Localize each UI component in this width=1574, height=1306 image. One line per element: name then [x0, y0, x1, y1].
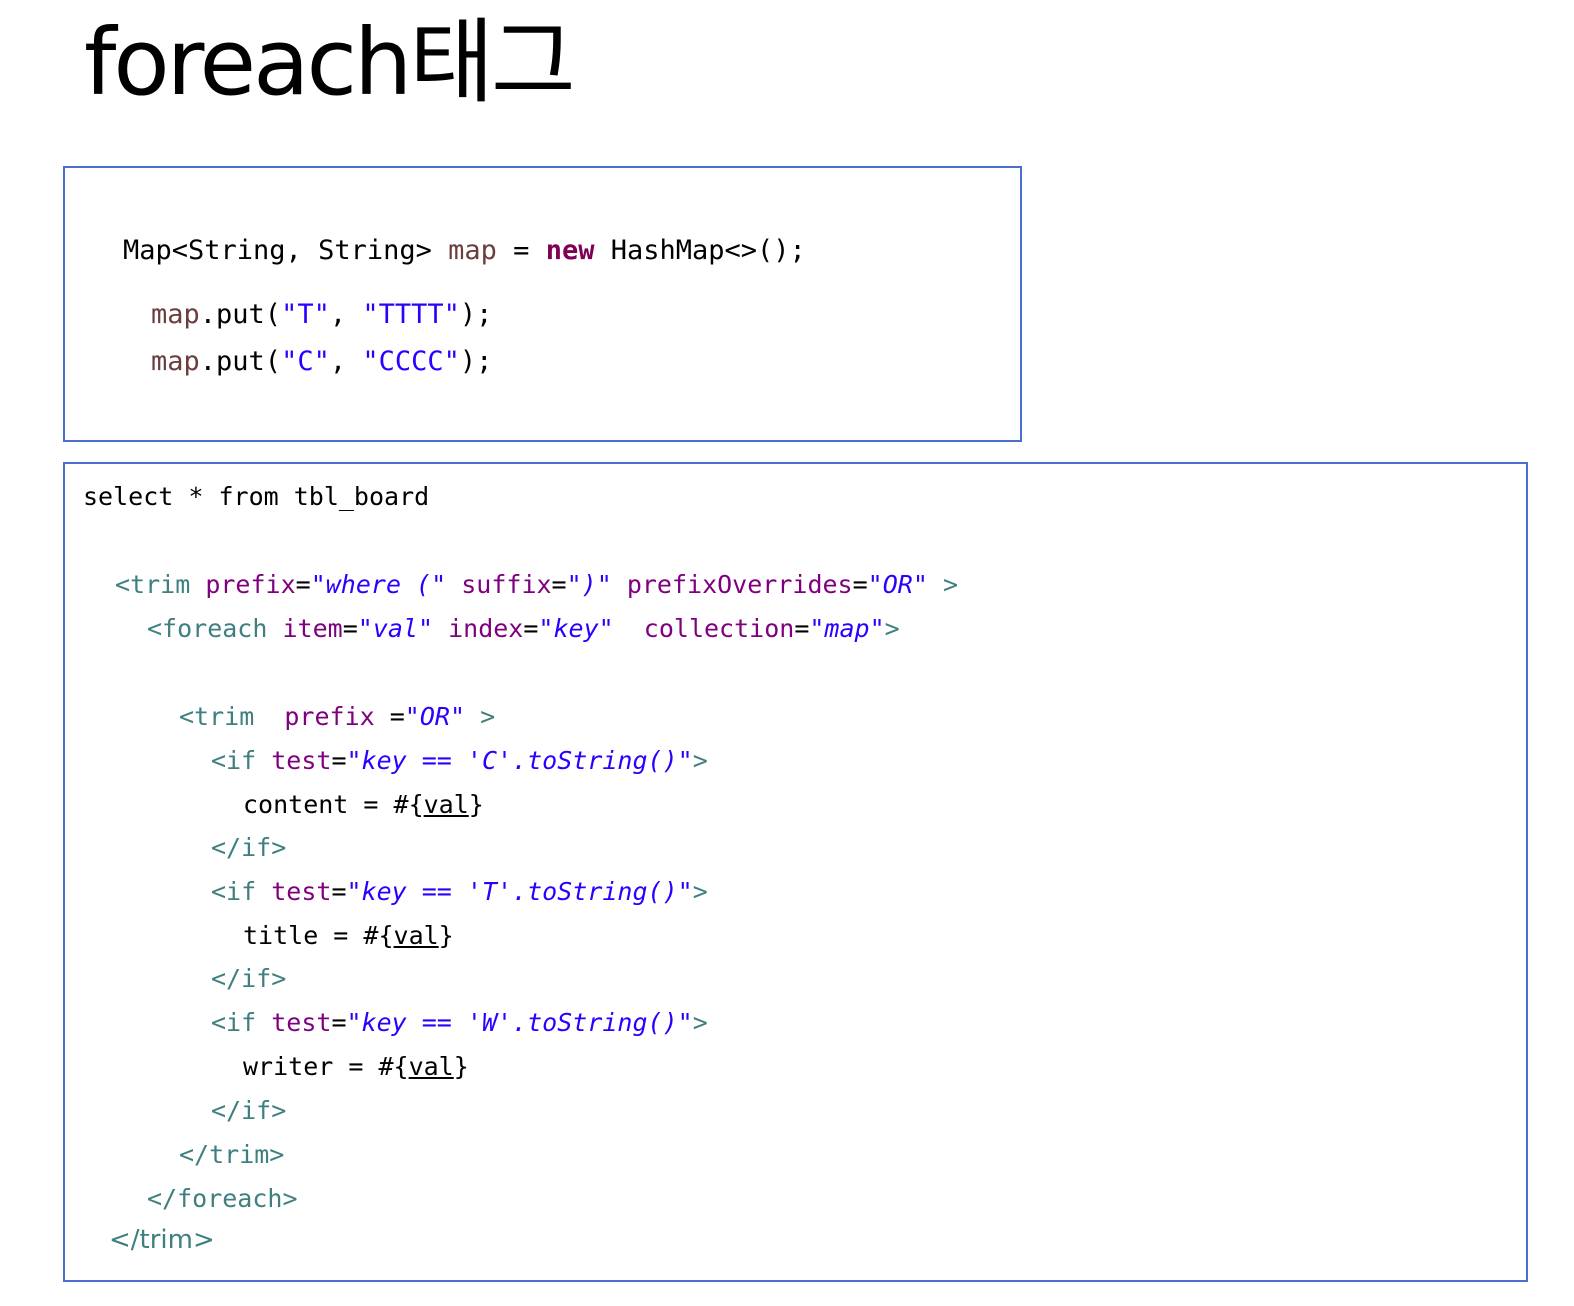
code-keyword: new [545, 235, 595, 266]
xml-tag: <if [211, 1008, 257, 1037]
foreach-open-tag-line: <foreach item="val" index="key" collecti… [147, 612, 900, 646]
code-token: , [329, 299, 347, 330]
code-variable: val [423, 790, 469, 819]
code-variable: val [408, 1052, 454, 1081]
sql-code-box: select * from tbl_board <trim prefix="wh… [63, 462, 1528, 1282]
trim-open-tag-line: <trim prefix="where (" suffix=")" prefix… [115, 568, 958, 602]
xml-tag: > [884, 614, 900, 643]
xml-attr: prefixOverrides [626, 570, 853, 599]
xml-tag: <if [211, 746, 257, 775]
xml-value: "map" [809, 614, 885, 643]
xml-value: "val" [357, 614, 434, 643]
code-token: .put( [199, 346, 282, 377]
code-string: "C" [281, 346, 330, 377]
code-token: content = #{ [243, 790, 424, 819]
code-token: } [453, 1052, 469, 1081]
xml-attr: test [271, 746, 332, 775]
trim-inner-open-tag-line: <trim prefix ="OR" > [179, 700, 495, 734]
xml-tag: <trim [179, 702, 255, 731]
code-string: "CCCC" [362, 346, 460, 377]
xml-attr: prefix [205, 570, 296, 599]
trim-outer-close-tag-line: </trim> [109, 1225, 215, 1255]
code-token: map [151, 346, 200, 377]
xml-tag: > [692, 746, 708, 775]
code-string: "TTTT" [362, 299, 460, 330]
if-c-open-tag-line: <if test="key == 'C'.toString()"> [211, 744, 708, 778]
code-token: Map<String, String> [123, 235, 432, 266]
xml-tag: <foreach [147, 614, 268, 643]
if-close-tag-line: </if> [211, 1096, 287, 1125]
xml-tag: > [692, 877, 708, 906]
code-token: = [342, 614, 358, 643]
code-token: } [468, 790, 484, 819]
java-code-line-3: map.put("C", "CCCC"); [151, 345, 492, 379]
xml-attr: collection [643, 614, 795, 643]
code-token: .put( [199, 299, 282, 330]
sql-select-line: select * from tbl_board [83, 482, 430, 511]
content-assign-line: content = #{val} [243, 788, 484, 822]
xml-tag: > [692, 1008, 708, 1037]
foreach-close-tag-line: </foreach> [147, 1184, 298, 1213]
code-token: ); [459, 299, 493, 330]
xml-attr: index [448, 614, 524, 643]
xml-tag: > [942, 570, 959, 599]
xml-attr: suffix [461, 570, 552, 599]
code-token: writer = #{ [243, 1052, 409, 1081]
xml-tag: <trim [115, 570, 191, 599]
code-string: "T" [281, 299, 330, 330]
code-token: map [448, 235, 497, 266]
if-w-open-tag-line: <if test="key == 'W'.toString()"> [211, 1006, 708, 1040]
code-token: } [438, 921, 454, 950]
title-assign-line: title = #{val} [243, 919, 454, 953]
if-close-tag-line: </if> [211, 833, 287, 862]
xml-value: "key == 'W'.toString()" [346, 1008, 693, 1037]
writer-assign-line: writer = #{val} [243, 1050, 469, 1084]
xml-value: "key" [538, 614, 614, 643]
xml-tag: <if [211, 877, 257, 906]
xml-attr: test [271, 1008, 332, 1037]
xml-tag: > [480, 702, 496, 731]
xml-value: "OR" [404, 702, 466, 731]
if-close-tag-line: </if> [211, 964, 287, 993]
xml-attr: prefix [284, 702, 375, 731]
xml-value: ")" [566, 570, 612, 599]
code-token: = [794, 614, 810, 643]
xml-value: "key == 'C'.toString()" [346, 746, 693, 775]
xml-value: "OR" [867, 570, 928, 599]
java-code-line-1: Map<String, String> map = new HashMap<>(… [123, 234, 806, 268]
java-code-box: Map<String, String> map = new HashMap<>(… [63, 166, 1022, 442]
code-token: = [331, 877, 347, 906]
code-token: = [551, 570, 567, 599]
xml-value: "where (" [310, 570, 447, 599]
xml-value: "key == 'T'.toString()" [346, 877, 693, 906]
code-token: map [151, 299, 200, 330]
code-variable: val [393, 921, 439, 950]
code-token: = [331, 1008, 347, 1037]
java-code-line-2: map.put("T", "TTTT"); [151, 298, 492, 332]
if-t-open-tag-line: <if test="key == 'T'.toString()"> [211, 875, 708, 909]
code-token: = [513, 235, 530, 266]
code-token: = [295, 570, 311, 599]
code-token: , [329, 346, 347, 377]
code-token: = [852, 570, 868, 599]
xml-attr: test [271, 877, 332, 906]
page-title: foreach태그 [84, 9, 576, 116]
code-token: title = #{ [243, 921, 394, 950]
trim-inner-close-tag-line: </trim> [179, 1140, 285, 1169]
code-token: = [331, 746, 347, 775]
xml-attr: item [282, 614, 343, 643]
code-token: = [374, 702, 405, 731]
code-token: HashMap<>(); [610, 235, 806, 266]
code-token: = [523, 614, 539, 643]
code-token: ); [459, 346, 493, 377]
